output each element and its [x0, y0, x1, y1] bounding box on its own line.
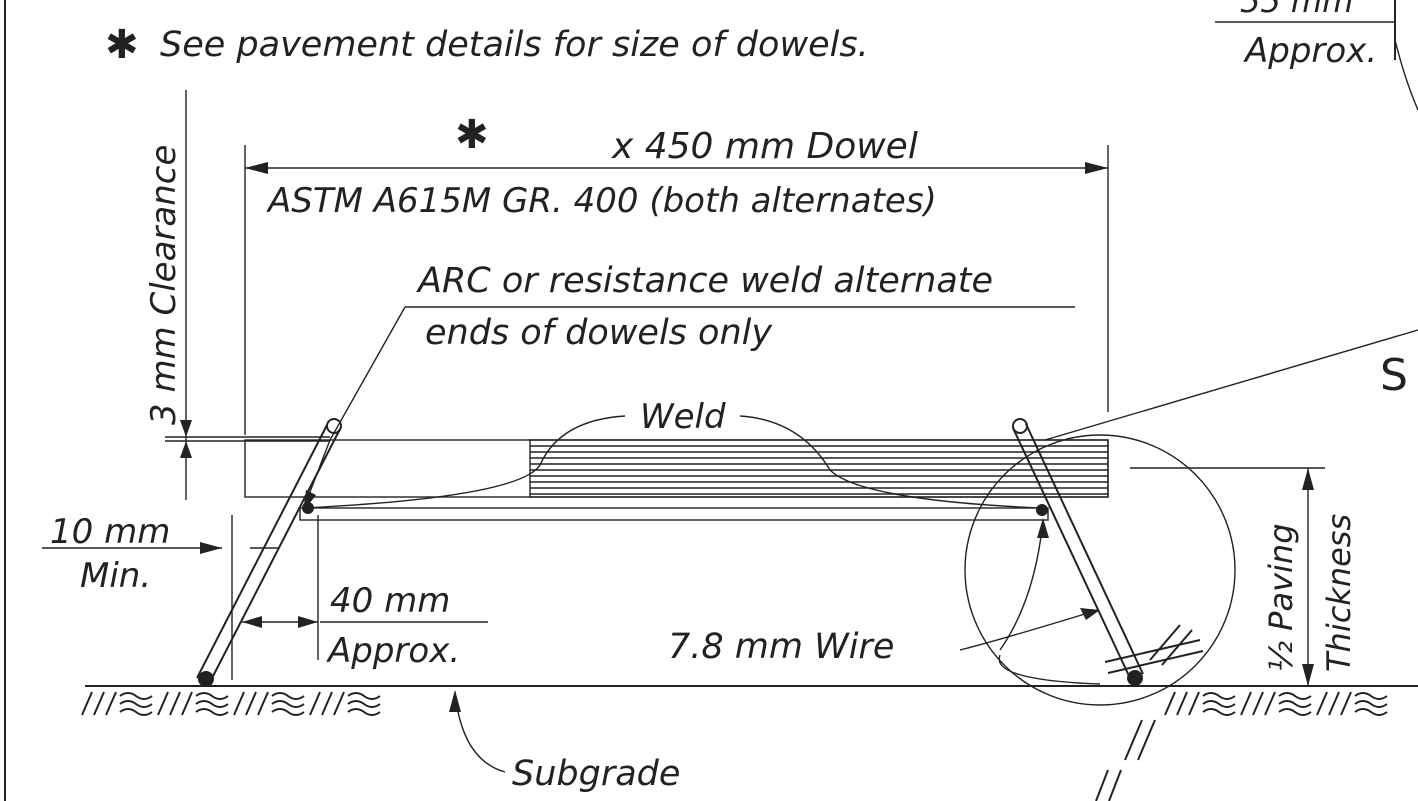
weld-leader-left — [304, 415, 626, 509]
dowel-dim-arrow-right — [1085, 162, 1108, 174]
paving-dim-arrow-bottom — [1302, 664, 1314, 686]
weld-note-line1: ARC or resistance weld alternate — [416, 261, 993, 301]
subgrade-leader — [454, 691, 506, 773]
approx-value-label: 40 mm — [330, 581, 450, 621]
wire-leader — [959, 609, 1099, 651]
asterisk-note: ✱ — [105, 22, 139, 68]
dowel-asterisk: ✱ — [455, 112, 489, 158]
astm-label: ASTM A615M GR. 400 (both alternates) — [266, 181, 937, 221]
clearance-arrow-up — [180, 441, 192, 458]
wire-label: 7.8 mm Wire — [668, 627, 894, 667]
weld-label: Weld — [640, 397, 726, 437]
paving-dim-arrow-top — [1302, 468, 1314, 490]
top-right-approx: Approx. — [1243, 31, 1377, 71]
approx-arrow-left — [242, 616, 262, 628]
dowel-size-label: x 450 mm Dowel — [611, 126, 918, 167]
weld-leader-right — [739, 415, 1041, 509]
weld-dot-left — [302, 502, 314, 514]
detail-circle — [964, 434, 1236, 706]
basket-wire — [299, 507, 1049, 521]
min-text-label: Min. — [80, 556, 151, 596]
weld-dot-right — [1036, 504, 1048, 516]
section-letter: S — [1380, 350, 1408, 401]
subgrade-arrow — [449, 690, 461, 712]
break-marks — [1095, 719, 1156, 801]
section-callout-line — [1044, 329, 1418, 441]
weld-note-line2: ends of dowels only — [425, 313, 773, 353]
clearance-arrow — [180, 420, 192, 437]
top-right-partial-value: 55 mm — [1240, 0, 1353, 20]
right-support-leg — [1012, 418, 1144, 686]
min-value-label: 10 mm — [50, 512, 170, 552]
pavement-note: See pavement details for size of dowels. — [160, 25, 869, 65]
top-right-arc — [1394, 39, 1418, 111]
wire-leader-3-arrow — [1037, 518, 1049, 538]
paving-thickness-label-2: Thickness — [1320, 514, 1358, 672]
subgrade-hatch-left — [81, 691, 381, 716]
wire-leader-3 — [999, 519, 1044, 651]
weld-note-leader — [302, 306, 406, 511]
subgrade-label: Subgrade — [512, 754, 680, 794]
paving-thickness-label: ½ Paving — [1262, 523, 1300, 672]
wire-leader-arrow — [1080, 608, 1100, 620]
subgrade-hatch-right — [1164, 691, 1388, 716]
cross-wire — [1104, 624, 1204, 674]
dowel-dim-arrow-left — [245, 162, 268, 174]
wire-leader-2 — [998, 654, 1101, 685]
approx-arrow-right — [298, 616, 318, 628]
dowel-sleeve-hatch — [529, 439, 1109, 498]
left-support-leg — [196, 418, 342, 687]
clearance-label: 3 mm Clearance — [144, 145, 184, 425]
min-arrow — [200, 542, 222, 554]
approx-text-label: Approx. — [326, 631, 460, 671]
